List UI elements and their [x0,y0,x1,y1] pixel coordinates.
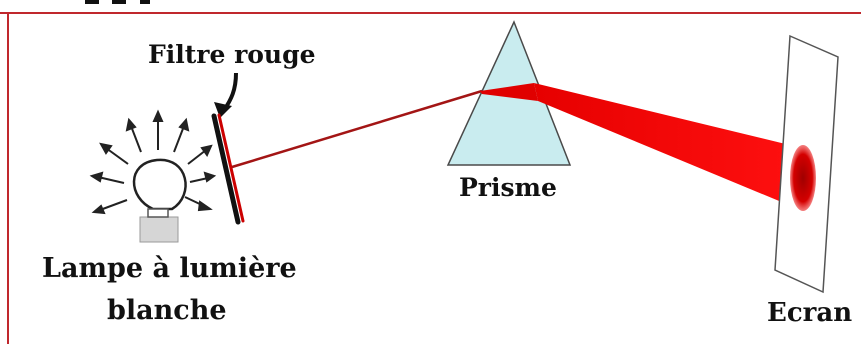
light-bulb-icon [132,158,187,243]
arrow-icon [99,142,129,165]
arrow-icon [152,109,164,150]
arrow-icon [184,196,213,212]
arrow-icon [89,171,125,184]
filter-pointer-arrow [214,72,238,118]
red-beam-dispersed [534,83,802,208]
cropped-heading [85,0,150,4]
arrow-icon [187,144,213,165]
lamp-label-line2: blanche [107,295,227,326]
screen-label: Ecran [767,298,853,328]
red-beam-in-prism [480,83,538,101]
arrow-icon [91,199,128,215]
arrow-icon [125,117,142,153]
screen-red-spot [790,145,816,211]
light-rays [89,109,217,215]
prism-label: Prisme [459,173,557,202]
arrow-icon [189,171,217,183]
red-beam-incident [231,89,483,169]
filter-label: Filtre rouge [148,40,316,69]
arrow-icon [173,117,190,153]
lamp-label-line1: Lampe à lumière [42,253,297,284]
red-filter [211,113,245,225]
